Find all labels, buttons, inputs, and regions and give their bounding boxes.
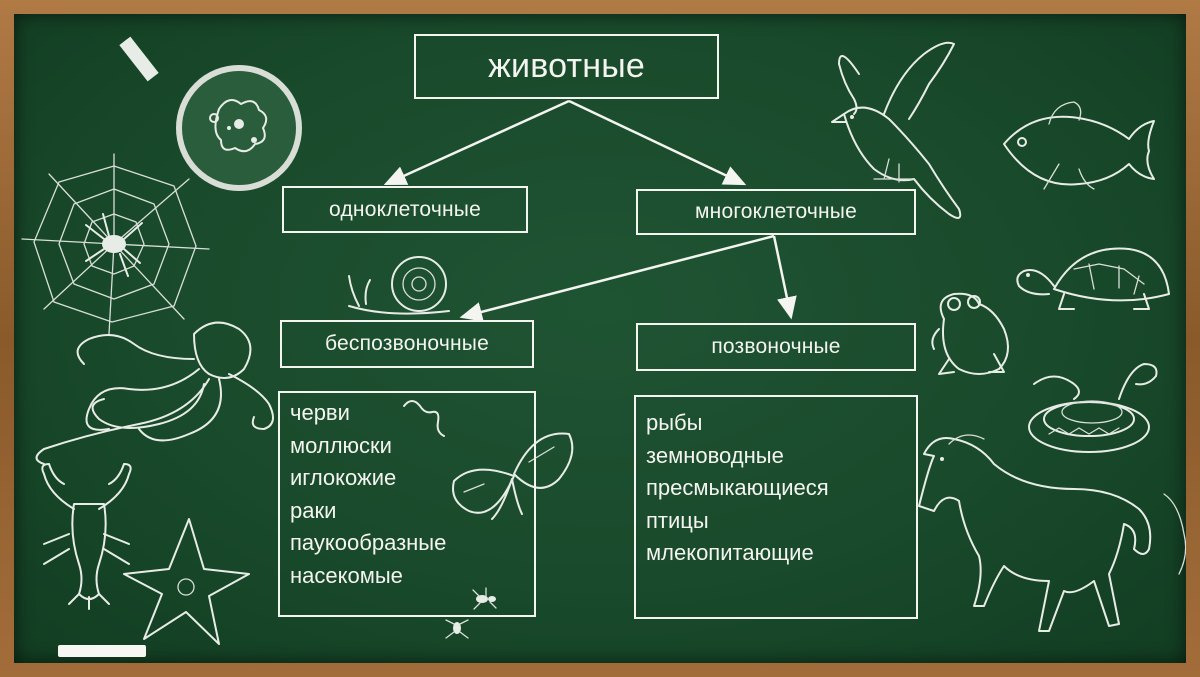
invertebrates-box: беспозвоночные [280, 320, 534, 368]
list-item: насекомые [290, 562, 403, 588]
crayfish-icon [41, 463, 132, 610]
list-item: земноводные [646, 442, 784, 468]
list-item: моллюски [290, 432, 392, 458]
root-label: животные [488, 47, 645, 85]
snail-icon [348, 256, 450, 315]
multicellular-box: многоклеточные [636, 189, 916, 235]
list-item: млекопитающие [646, 540, 814, 565]
list-item: иглокожие [290, 465, 397, 490]
horse-icon [918, 434, 1186, 632]
root-box: животные [414, 34, 719, 99]
spider-web-icon [21, 153, 210, 335]
arrow-multicellular-to-vertebrates [772, 235, 797, 320]
list-item: раки [290, 497, 337, 523]
arrows [383, 99, 797, 322]
starfish-icon [123, 518, 250, 645]
bird-icon [831, 41, 962, 219]
unicellular-box: одноклеточные [282, 186, 528, 233]
vertebrates-box: позвоночные [636, 323, 916, 371]
unicellular-label: одноклеточные [329, 197, 481, 221]
list-item: пресмыкающиеся [646, 475, 829, 500]
illustrations-layer [21, 36, 1186, 645]
list-item: черви [290, 400, 350, 425]
magnifier-amoeba-icon [119, 36, 302, 191]
frog-icon [931, 292, 1009, 375]
invertebrates-list: черви моллюски иглокожие раки паукообраз… [278, 391, 536, 617]
multicellular-label: многоклеточные [695, 200, 857, 223]
arrow-root-to-unicellular [383, 99, 570, 186]
chalk-stick [58, 645, 146, 657]
arrow-root-to-multicellular [568, 99, 747, 186]
list-item: рыбы [646, 410, 703, 435]
vertebrates-list: рыбы земноводные пресмыкающиеся птицы мл… [634, 395, 918, 619]
ant-icon [445, 587, 497, 639]
octopus-icon [35, 321, 274, 465]
list-item: птицы [646, 507, 709, 533]
chalkboard: животные одноклеточные многоклеточные бе… [14, 14, 1186, 663]
turtle-icon [1016, 247, 1170, 310]
vertebrates-label: позвоночные [711, 335, 841, 358]
snake-icon [1028, 363, 1158, 453]
fish-icon [1003, 101, 1155, 190]
arrow-multicellular-to-invertebrates [459, 234, 775, 322]
list-item: паукообразные [290, 530, 447, 555]
worm-icon [403, 400, 445, 437]
invertebrates-label: беспозвоночные [325, 332, 489, 355]
